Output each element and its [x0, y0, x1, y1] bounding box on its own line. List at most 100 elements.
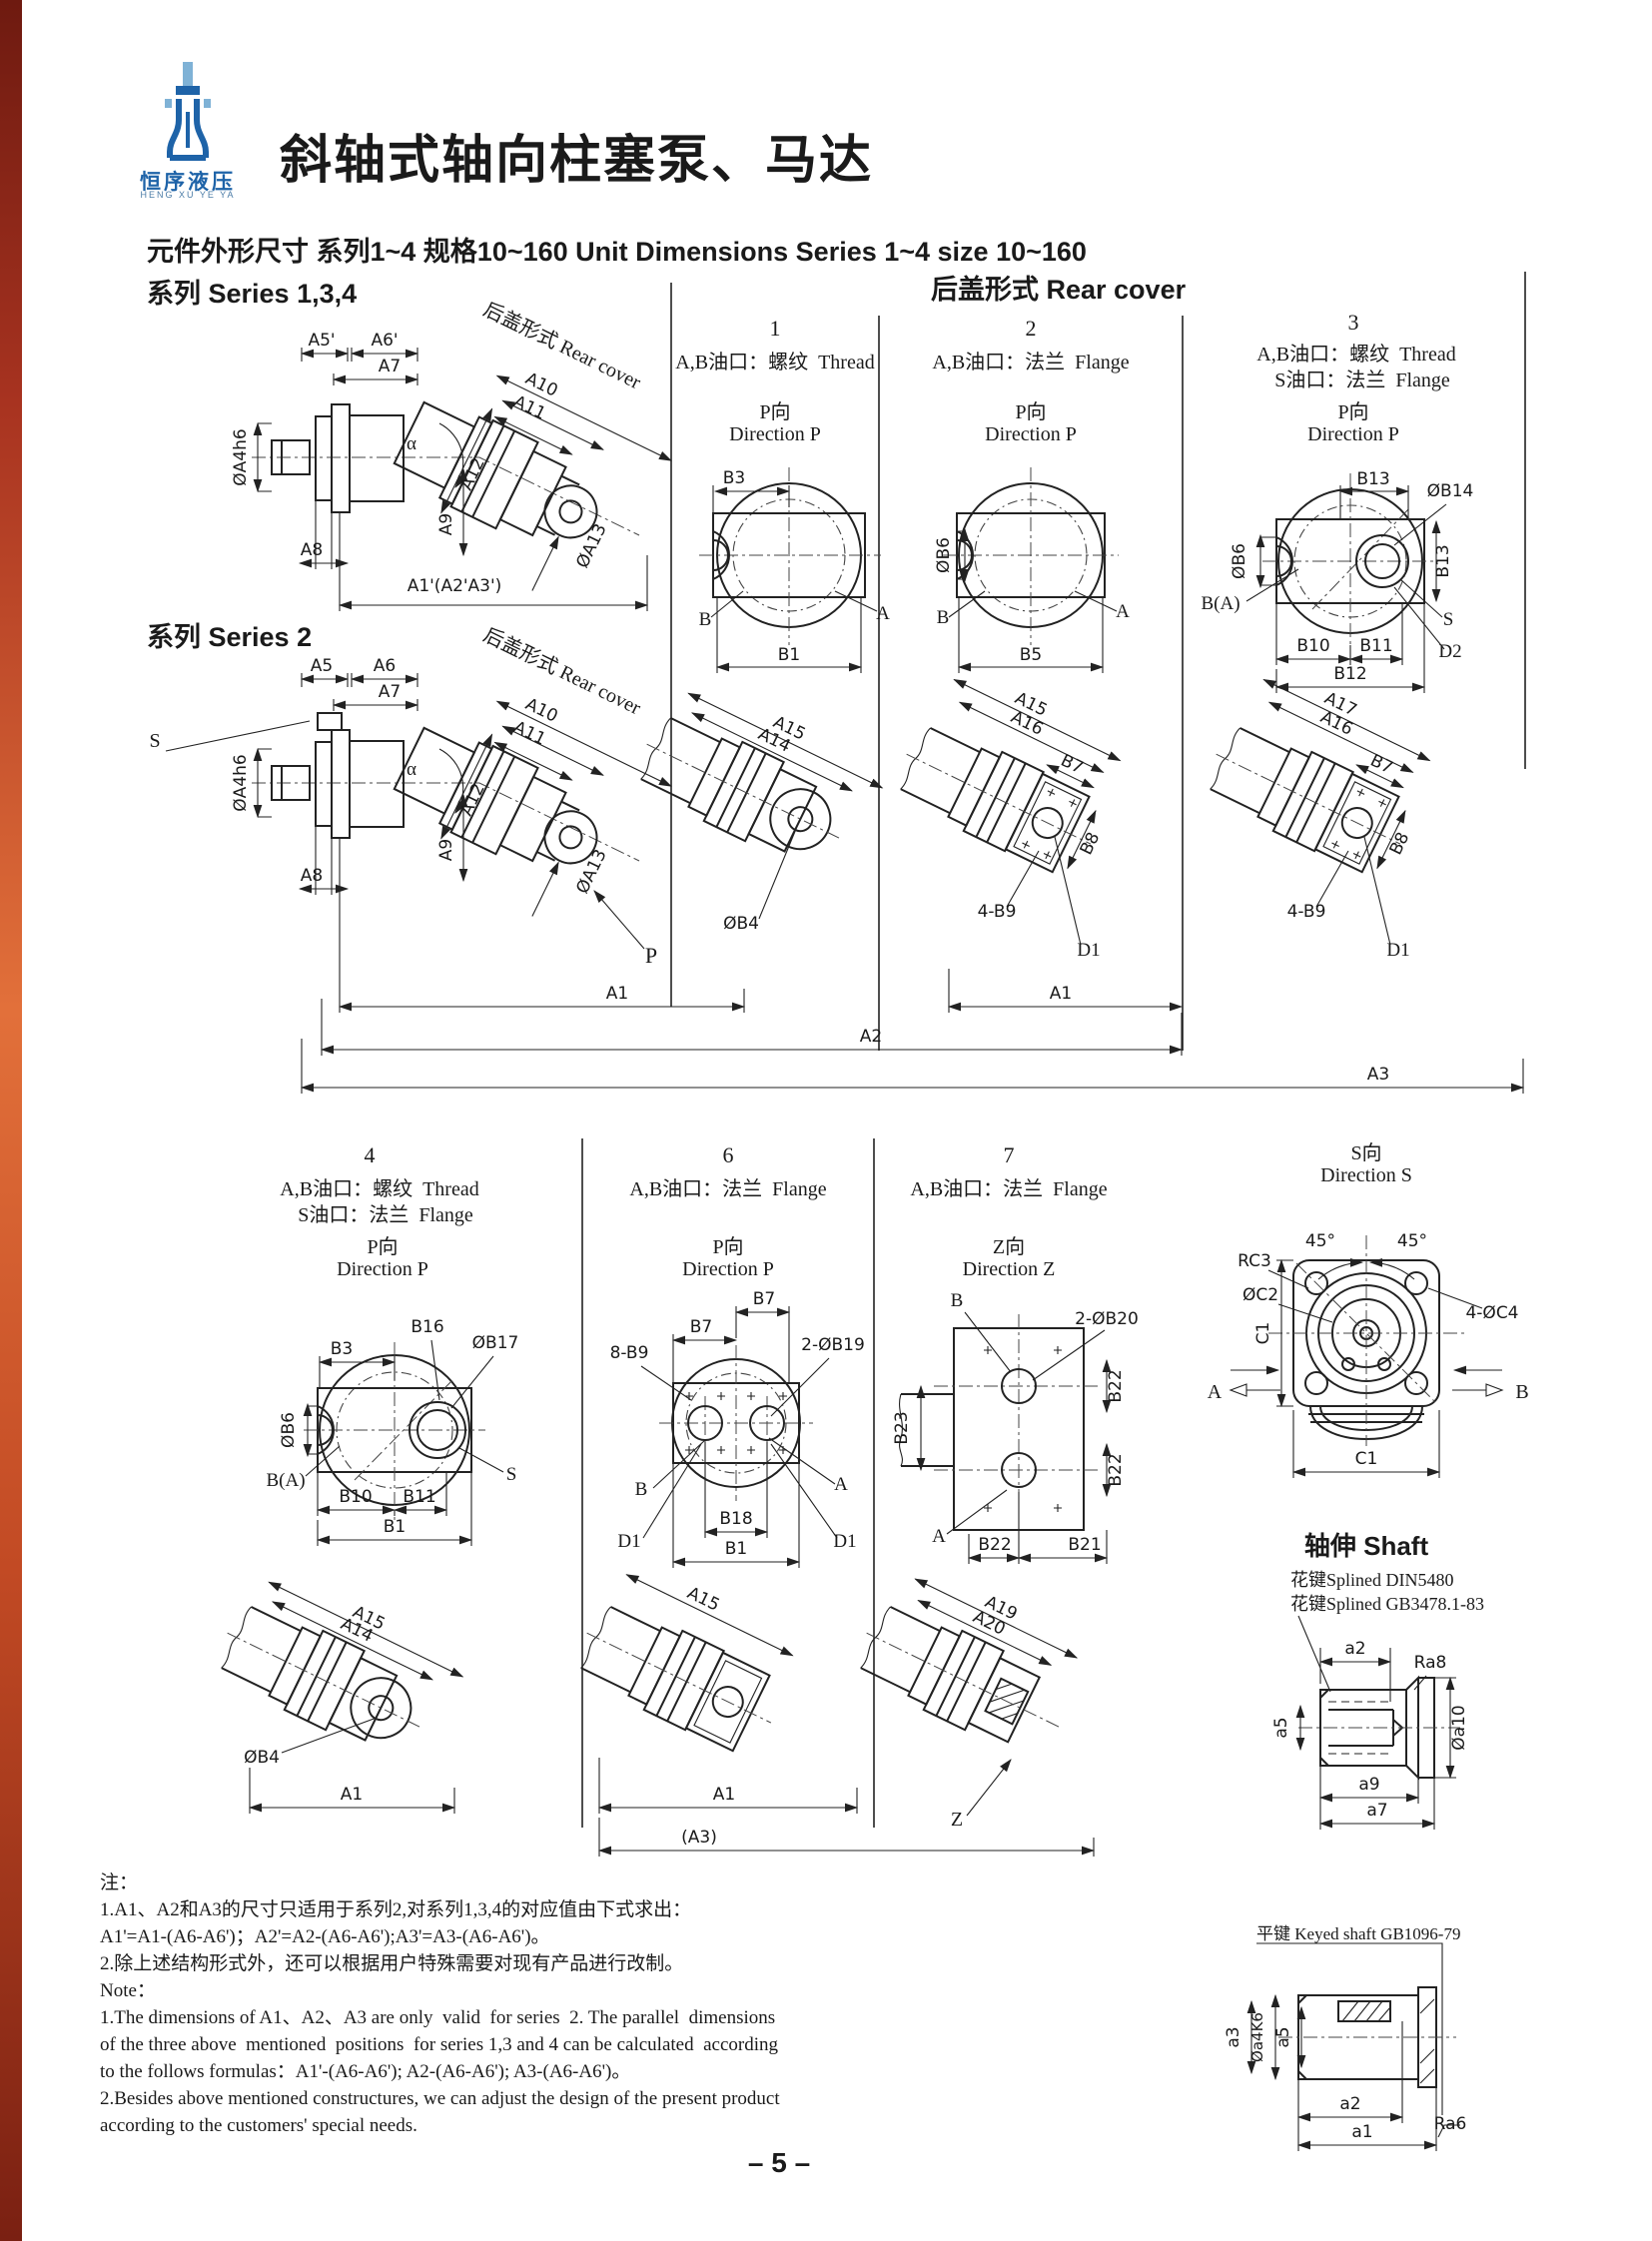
dim-c7-b21: B21 [1068, 1535, 1101, 1555]
cover6-number: 6 [722, 1142, 734, 1167]
dim-s1-da4h6: ØA4h6 [231, 428, 251, 485]
notes-block: 注： 1.A1、A2和A3的尺寸只适用于系列2,对系列1,3,4的对应值由下式求… [100, 1869, 959, 2139]
dim-s1-a7: A7 [379, 357, 401, 376]
dim-s2-a5: A5 [311, 656, 333, 676]
dim-c3-db14: ØB14 [1427, 481, 1474, 501]
note-line: 1.The dimensions of A1、A2、A3 are only va… [100, 2007, 776, 2028]
dim-s1-a5p: A5' [308, 331, 335, 351]
dim-c3-4b9: 4-B9 [1287, 902, 1326, 922]
dim-sh-da10: Øa10 [1449, 1705, 1469, 1750]
dim-c2-port-a: A [1116, 601, 1130, 622]
dim-s1-alpha: α [407, 433, 416, 454]
cover1-direction-cn: P向 [759, 401, 791, 423]
dim-c4-db6: ØB6 [279, 1412, 299, 1448]
dim-ds-4dc4: 4-ØC4 [1465, 1303, 1518, 1323]
dim-ks-da4k6: Øa4K6 [1248, 2012, 1266, 2062]
dim-c6-8b9: 8-B9 [610, 1343, 649, 1363]
cover4-section-view [221, 1581, 464, 1814]
dim-c4-db4: ØB4 [244, 1748, 280, 1768]
dim-s2-a7: A7 [379, 682, 401, 702]
dim-s2-p-arrow: P [645, 943, 657, 968]
cover2-direction-cn: P向 [1015, 401, 1047, 423]
dim-c3-b13-top: B13 [1356, 469, 1389, 489]
dim-ks-a2: a2 [1339, 2094, 1360, 2114]
dim-c4-s: S [506, 1464, 517, 1485]
cover2-port-view [943, 467, 1119, 673]
cover7-ports: A,B油口：法兰 Flange [910, 1178, 1108, 1200]
dim-c3-d2: D2 [1438, 641, 1461, 662]
cover7-port-view [899, 1311, 1112, 1564]
dim-s2-s-port: S [149, 730, 160, 752]
dim-c7-b23: B23 [892, 1411, 912, 1444]
dim-s1-a6p: A6' [371, 331, 398, 351]
dim-c6-b1: B1 [725, 1539, 747, 1559]
cover6-section-view [580, 1574, 1096, 1857]
cover3-section-view [1210, 678, 1431, 946]
shaft-heading: 轴伸 Shaft [1303, 1531, 1429, 1561]
dim-c1-port-a: A [876, 603, 890, 624]
dim-c7-b22-bottom: B22 [978, 1535, 1011, 1555]
note-line: A1'=A1-(A6-A6')；A2'=A2-(A6-A6');A3'=A3-(… [100, 1926, 550, 1947]
cover2-section-view [900, 678, 1184, 1043]
dim-c6-a1: A1 [713, 1785, 735, 1805]
dim-ds-c1-bottom: C1 [1355, 1449, 1378, 1469]
dim-s2-a3: A3 [1367, 1065, 1389, 1085]
dim-c4-b11: B11 [403, 1487, 435, 1507]
dim-sh-a5: a5 [1271, 1717, 1291, 1738]
cover4-ports-1: A,B油口：螺纹 Thread [280, 1178, 479, 1200]
dim-ds-45-left: 45° [1305, 1231, 1335, 1251]
dim-c1-db4: ØB4 [723, 914, 759, 934]
dim-s2-alpha: α [407, 759, 416, 780]
dim-c1-port-b: B [699, 609, 712, 630]
cover7-section-view [860, 1578, 1079, 1817]
dim-ds-dc2: ØC2 [1242, 1285, 1278, 1305]
dim-c3-ba: B(A) [1201, 593, 1239, 614]
page-edge-color-strip [0, 0, 22, 2241]
cover1-section-view [640, 692, 884, 920]
dim-c3-b12: B12 [1333, 664, 1366, 684]
dim-c3-b13-right: B13 [1433, 544, 1453, 577]
dim-ks-a1: a1 [1351, 2122, 1372, 2142]
cover3-number: 3 [1347, 310, 1359, 335]
dim-c2-b8: B8 [1077, 829, 1105, 858]
dim-c3-db6: ØB6 [1230, 543, 1249, 579]
cover7-number: 7 [1003, 1142, 1015, 1167]
dim-c6-d1-right: D1 [833, 1531, 856, 1552]
dim-c7-2db20: 2-ØB20 [1075, 1309, 1139, 1329]
dim-s2-a6: A6 [374, 656, 396, 676]
series-2-drawing [165, 673, 1525, 1094]
dim-s1-da13: ØA13 [572, 520, 610, 571]
dim-ds-b: B [1515, 1381, 1528, 1403]
dim-ds-a: A [1208, 1381, 1223, 1403]
cover3-direction-en: Direction P [1307, 423, 1399, 445]
dim-s2-da13: ØA13 [572, 846, 610, 897]
dim-ks-a3: a3 [1224, 2026, 1243, 2047]
cover4-ports-2: S油口：法兰 Flange [298, 1204, 473, 1226]
rear-cover-table-lines [581, 272, 1526, 1828]
dim-c4-b3: B3 [331, 1339, 353, 1359]
cover3-ports-1: A,B油口：螺纹 Thread [1256, 344, 1456, 366]
dim-c6-a15: A15 [684, 1583, 723, 1616]
cover4-number: 4 [364, 1142, 376, 1167]
dim-c3-b10: B10 [1296, 636, 1329, 656]
cover6-ports: A,B油口：法兰 Flange [629, 1178, 827, 1200]
cover3-ports-2: S油口：法兰 Flange [1274, 370, 1450, 391]
dim-sh-ra8: Ra8 [1414, 1653, 1447, 1673]
cover7-direction-en: Direction Z [962, 1258, 1056, 1280]
dim-c6-b18: B18 [719, 1509, 752, 1529]
dim-sh-a7: a7 [1366, 1801, 1387, 1821]
dim-s1-a9: A9 [436, 513, 456, 535]
direction-s-view [1229, 1235, 1504, 1478]
note-line: of the three above mentioned positions f… [100, 2034, 779, 2055]
dim-c4-ba: B(A) [266, 1470, 305, 1491]
dim-c3-d1: D1 [1386, 940, 1409, 961]
cover1-direction-en: Direction P [729, 423, 821, 445]
cover1-port-view [699, 467, 881, 673]
dim-c6-port-a: A [834, 1474, 848, 1495]
cover4-port-view [303, 1339, 504, 1546]
cover2-ports: A,B油口：法兰 Flange [932, 352, 1130, 374]
dim-c2-d1: D1 [1077, 940, 1100, 961]
cover2-number: 2 [1025, 316, 1037, 341]
dim-s1-a1p: A1'(A2'A3') [408, 576, 502, 596]
